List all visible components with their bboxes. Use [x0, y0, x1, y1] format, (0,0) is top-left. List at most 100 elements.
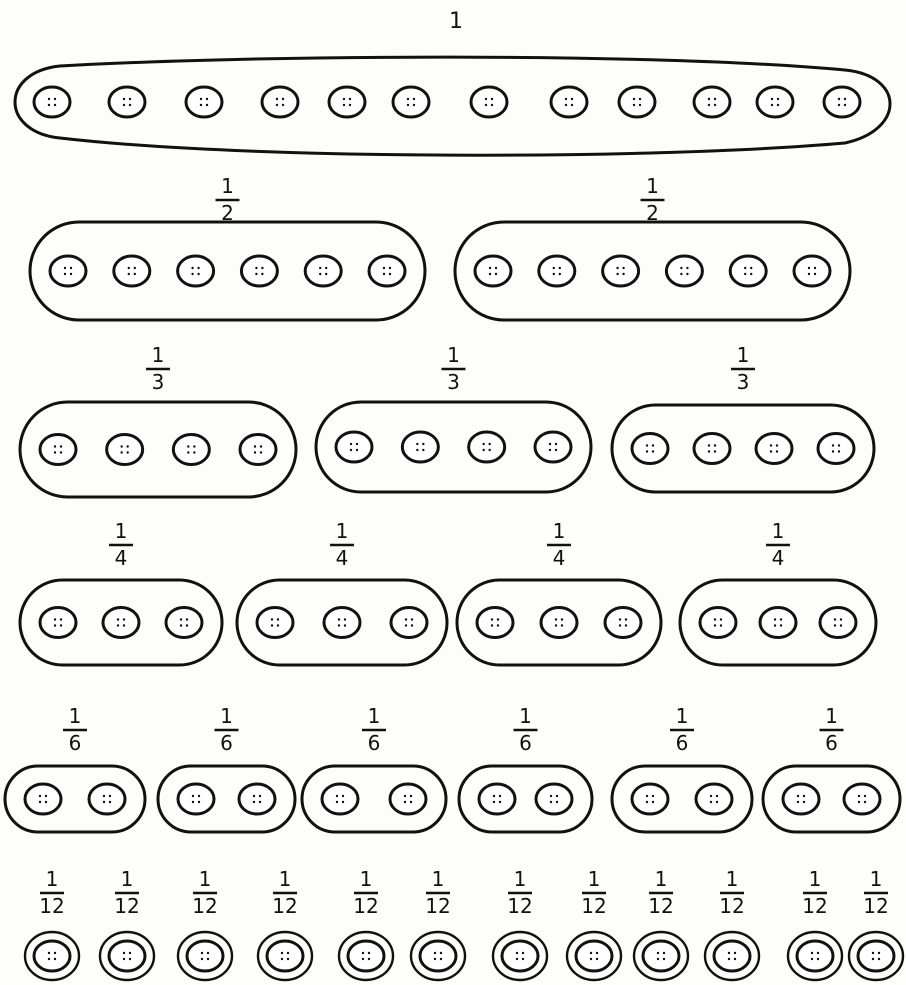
button-hole: [286, 957, 290, 961]
button-hole: [191, 800, 195, 804]
fraction-group: 112: [23, 867, 81, 982]
fraction-group: 13: [18, 343, 298, 499]
button-hole: [128, 951, 132, 955]
fraction-group: 112: [565, 867, 623, 982]
button-hole: [802, 800, 806, 804]
button-hole: [361, 951, 365, 955]
button-hole: [128, 103, 132, 107]
button-hole: [713, 97, 717, 101]
fraction-denominator: 12: [719, 894, 744, 918]
button-hole: [554, 442, 558, 446]
fraction-group: 112: [786, 867, 844, 982]
button: [255, 606, 295, 639]
whole-enclosure: [13, 55, 892, 157]
fraction-numerator: 1: [519, 704, 532, 728]
button-hole: [554, 448, 558, 452]
button-hole: [549, 794, 553, 798]
button-hole: [863, 794, 867, 798]
button-hole: [769, 444, 773, 447]
button-hole: [255, 272, 258, 276]
fraction-denominator: 12: [114, 894, 139, 918]
button-hole: [342, 97, 346, 101]
fraction-label: 16: [63, 704, 87, 755]
button: [703, 930, 761, 982]
button: [728, 254, 768, 288]
button-hole: [47, 97, 51, 101]
group-enclosure: [457, 764, 594, 834]
button-hole: [63, 272, 67, 276]
button-hole: [197, 794, 201, 798]
button-hole: [416, 448, 419, 452]
fraction-denominator: 6: [519, 731, 532, 755]
button-hole: [191, 272, 194, 276]
button-hole: [645, 800, 649, 804]
button-hole: [833, 624, 837, 627]
button-outline: [603, 606, 643, 639]
button-hole: [713, 624, 717, 627]
fraction-label: 13: [146, 343, 170, 394]
button-hole: [662, 957, 666, 961]
fraction-denominator: 12: [425, 894, 450, 918]
button-outline: [239, 254, 279, 288]
button-hole: [319, 272, 322, 276]
fraction-group: 13: [314, 343, 593, 494]
button-outline: [105, 433, 145, 466]
fraction-numerator: 1: [447, 343, 460, 367]
button: [388, 782, 428, 816]
button-hole: [108, 800, 112, 804]
button-hole: [727, 951, 731, 955]
button-hole: [570, 103, 574, 107]
button: [754, 432, 794, 465]
button-hole: [773, 624, 777, 627]
button: [781, 782, 821, 816]
button-hole: [410, 618, 414, 621]
button-hole: [69, 266, 73, 270]
button-hole: [770, 97, 774, 101]
fraction-denominator: 12: [507, 894, 532, 918]
button-hole: [253, 445, 257, 448]
button-outline: [367, 254, 407, 288]
button-outline: [816, 432, 856, 465]
button-hole: [857, 800, 861, 804]
button-hole: [558, 266, 561, 270]
button-hole: [564, 97, 568, 101]
button-hole: [191, 266, 194, 270]
fraction-label: 112: [581, 867, 606, 918]
button: [98, 930, 156, 982]
button-hole: [355, 448, 359, 452]
button-hole: [261, 266, 264, 270]
fraction-denominator: 2: [221, 201, 234, 225]
button: [533, 430, 573, 464]
button-hole: [388, 272, 392, 276]
button-hole: [498, 794, 502, 798]
button-hole: [770, 103, 774, 107]
group-ring: [23, 930, 81, 982]
button: [477, 782, 517, 816]
fraction-label: 14: [109, 519, 133, 570]
button-hole: [335, 800, 339, 804]
button: [112, 254, 152, 288]
group-ring: [703, 930, 761, 982]
button-hole: [707, 450, 711, 453]
fraction-denominator: 3: [447, 370, 460, 394]
button: [534, 782, 574, 816]
fraction-label: 16: [819, 704, 844, 755]
button-hole: [349, 448, 353, 452]
button-hole: [651, 800, 655, 804]
button-hole: [325, 272, 328, 276]
button-hole: [810, 957, 814, 961]
button: [391, 85, 431, 119]
button-hole: [680, 272, 683, 276]
button-hole: [816, 957, 820, 961]
button-outline: [630, 432, 670, 465]
fraction-group: 112: [337, 867, 395, 982]
button-hole: [733, 957, 737, 961]
button-hole: [193, 445, 196, 448]
button-hole: [126, 445, 129, 448]
button: [698, 606, 738, 639]
button-hole: [554, 624, 558, 627]
fraction-label: 14: [766, 519, 790, 570]
button-outline: [754, 432, 794, 465]
button: [818, 606, 858, 639]
